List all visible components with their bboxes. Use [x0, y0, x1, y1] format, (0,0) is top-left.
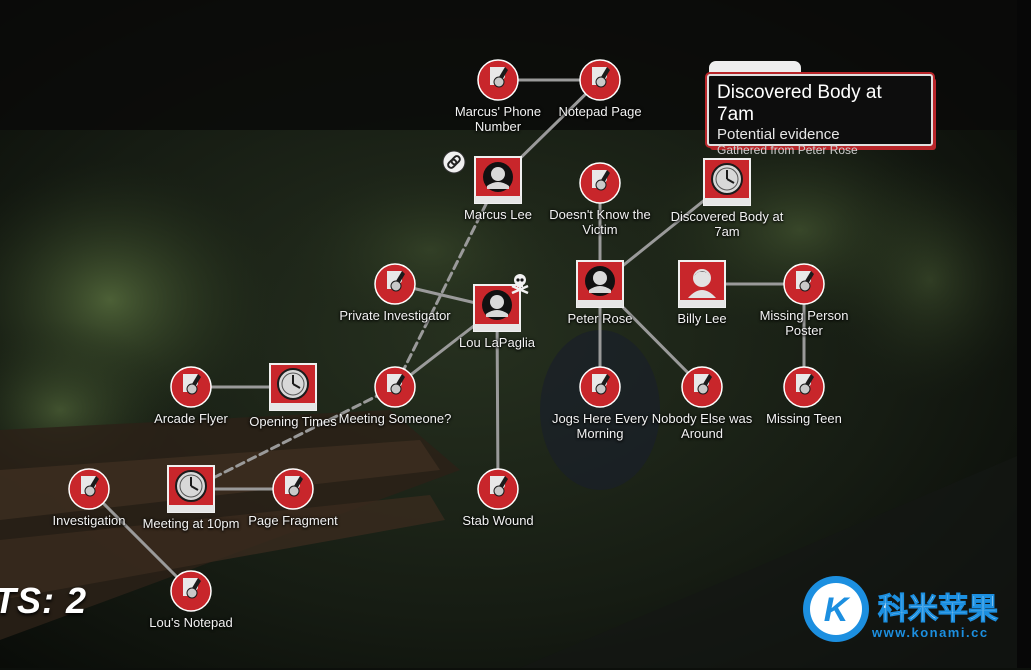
evidence-label: Peter Rose	[567, 311, 633, 326]
link-icon	[442, 150, 466, 174]
evidence-node-investigation[interactable]: Investigation	[29, 468, 149, 528]
evidence-tooltip: Discovered Body at 7am Potential evidenc…	[707, 74, 933, 157]
evidence-label: Page Fragment	[248, 513, 338, 528]
evidence-label: Jogs Here Every Morning	[551, 411, 649, 441]
evidence-node-nobody-else[interactable]: Nobody Else was Around	[642, 366, 762, 441]
person-icon	[576, 260, 624, 308]
evidence-label: Investigation	[52, 513, 126, 528]
watermark-logo: K 科米苹果 www.konami.cc	[800, 575, 1025, 665]
clock-icon	[703, 158, 751, 206]
evidence-label: Doesn't Know the Victim	[549, 207, 651, 237]
clue-icon	[579, 162, 621, 204]
evidence-label: Lou's Notepad	[149, 615, 233, 630]
evidence-label: Lou LaPaglia	[459, 335, 535, 350]
clue-icon	[681, 366, 723, 408]
tooltip-tab	[709, 61, 801, 77]
clue-icon	[170, 366, 212, 408]
evidence-node-marcus-lee[interactable]: Marcus Lee	[438, 150, 558, 222]
clue-icon	[579, 366, 621, 408]
evidence-label: Missing Person Poster	[759, 308, 849, 338]
clue-icon	[170, 570, 212, 612]
evidence-node-meeting-someone[interactable]: Meeting Someone?	[335, 366, 455, 426]
skull-icon	[509, 272, 531, 294]
evidence-node-page-fragment[interactable]: Page Fragment	[233, 468, 353, 528]
svg-text:K: K	[824, 591, 851, 629]
evidence-node-doesnt-know[interactable]: Doesn't Know the Victim	[540, 162, 660, 237]
evidence-node-opening-times[interactable]: Opening Times	[233, 363, 353, 429]
clue-icon	[783, 366, 825, 408]
evidence-node-missing-teen[interactable]: Missing Teen	[744, 366, 864, 426]
clue-icon	[477, 468, 519, 510]
evidence-node-lous-notepad[interactable]: Lou's Notepad	[131, 570, 251, 630]
evidence-node-discovered-body[interactable]: Discovered Body at 7am	[667, 158, 787, 239]
evidence-node-arcade-flyer[interactable]: Arcade Flyer	[131, 366, 251, 426]
evidence-label: Nobody Else was Around	[651, 411, 753, 441]
evidence-node-lou-lapaglia[interactable]: Lou LaPaglia	[437, 274, 557, 350]
evidence-label: Arcade Flyer	[154, 411, 228, 426]
evidence-label: Discovered Body at 7am	[670, 209, 784, 239]
clue-icon	[579, 59, 621, 101]
evidence-label: Stab Wound	[462, 513, 534, 528]
clue-icon	[783, 263, 825, 305]
evidence-node-billy-lee[interactable]: Billy Lee	[642, 260, 762, 326]
evidence-node-marcus-phone[interactable]: Marcus' Phone Number	[438, 59, 558, 134]
tooltip-source: Gathered from Peter Rose	[717, 143, 858, 157]
evidence-label: Billy Lee	[677, 311, 727, 326]
evidence-node-missing-poster[interactable]: Missing Person Poster	[744, 263, 864, 338]
clock-icon	[269, 363, 317, 411]
screen-edge-bar	[1017, 0, 1031, 668]
evidence-label: Notepad Page	[558, 104, 642, 119]
clock-icon	[167, 465, 215, 513]
person-icon	[442, 150, 522, 204]
evidence-label: Opening Times	[249, 414, 337, 429]
clue-icon	[272, 468, 314, 510]
clue-icon	[68, 468, 110, 510]
clue-icon	[374, 263, 416, 305]
evidence-node-meeting-10pm[interactable]: Meeting at 10pm	[131, 465, 251, 531]
evidence-label: Meeting at 10pm	[142, 516, 240, 531]
clue-icon	[374, 366, 416, 408]
evidence-label: Marcus' Phone Number	[454, 104, 542, 134]
evidence-node-notepad-page[interactable]: Notepad Page	[540, 59, 660, 119]
evidence-label: Missing Teen	[766, 411, 842, 426]
evidence-node-peter-rose[interactable]: Peter Rose	[540, 260, 660, 326]
bust-icon	[678, 260, 726, 308]
evidence-node-stab-wound[interactable]: Stab Wound	[438, 468, 558, 528]
watermark-brand: 科米苹果	[878, 592, 998, 627]
evidence-label: Marcus Lee	[464, 207, 532, 222]
evidence-label: Private Investigator	[339, 308, 451, 323]
watermark-url: www.konami.cc	[871, 625, 989, 640]
person-icon	[473, 274, 529, 332]
evidence-node-private-investigator[interactable]: Private Investigator	[335, 263, 455, 323]
tooltip-subtitle: Potential evidence	[717, 126, 840, 143]
tooltip-title: Discovered Body at 7am	[717, 82, 882, 125]
evidence-node-jogs-here[interactable]: Jogs Here Every Morning	[540, 366, 660, 441]
clue-icon	[477, 59, 519, 101]
points-counter: TS: 2	[0, 580, 88, 621]
evidence-label: Meeting Someone?	[338, 411, 452, 426]
